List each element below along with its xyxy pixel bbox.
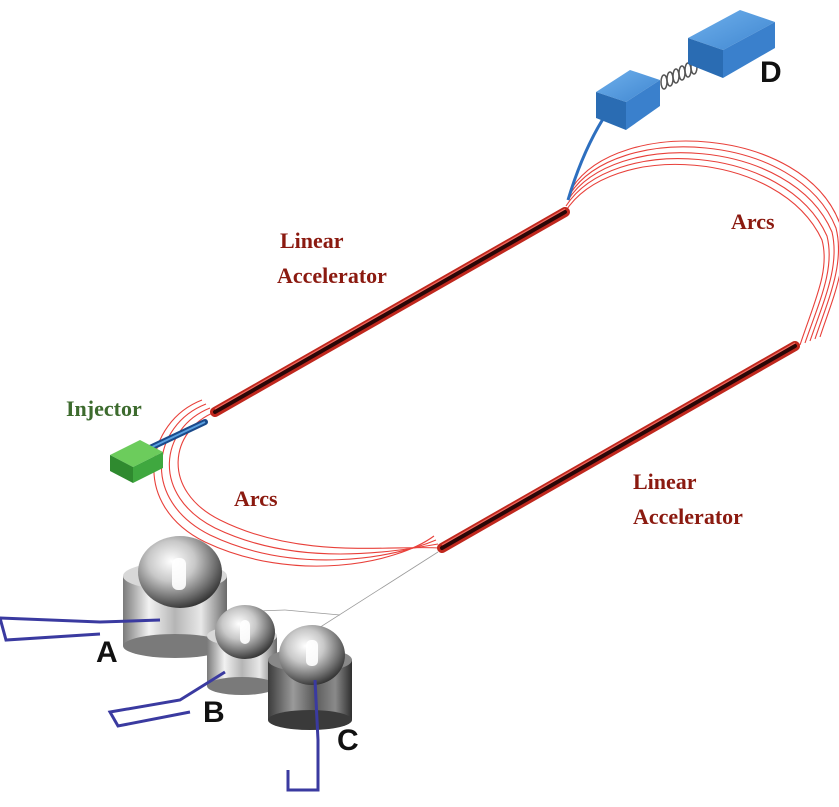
arcs-right (564, 140, 839, 346)
dome-cylinder-icon (123, 536, 227, 658)
station-c (268, 625, 352, 792)
label-station-d: D (760, 56, 782, 89)
beamline-to-d (566, 107, 612, 201)
label-linac-bottom-line2: Accelerator (633, 504, 743, 529)
dome-cylinder-icon (268, 625, 352, 730)
linac-top (210, 207, 570, 417)
label-station-a: A (96, 636, 118, 669)
beamline-c (286, 679, 320, 792)
beamline-b (107, 670, 226, 728)
station-a (0, 536, 227, 658)
station-b (107, 605, 277, 728)
label-linac-top-line1: Linear (280, 228, 344, 253)
detector-box-icon (688, 10, 775, 78)
label-linac-bottom-line1: Linear (633, 469, 697, 494)
linac-bottom (437, 341, 800, 553)
label-arcs-right: Arcs (731, 209, 775, 234)
label-station-b: B (203, 696, 225, 729)
label-station-c: C (337, 724, 359, 757)
beamline-a (0, 616, 161, 642)
label-injector: Injector (66, 396, 142, 421)
label-linac-top-line2: Accelerator (277, 263, 387, 288)
label-arcs-left: Arcs (234, 486, 278, 511)
detector-box-icon (596, 70, 660, 130)
injector-block-icon (110, 419, 208, 483)
